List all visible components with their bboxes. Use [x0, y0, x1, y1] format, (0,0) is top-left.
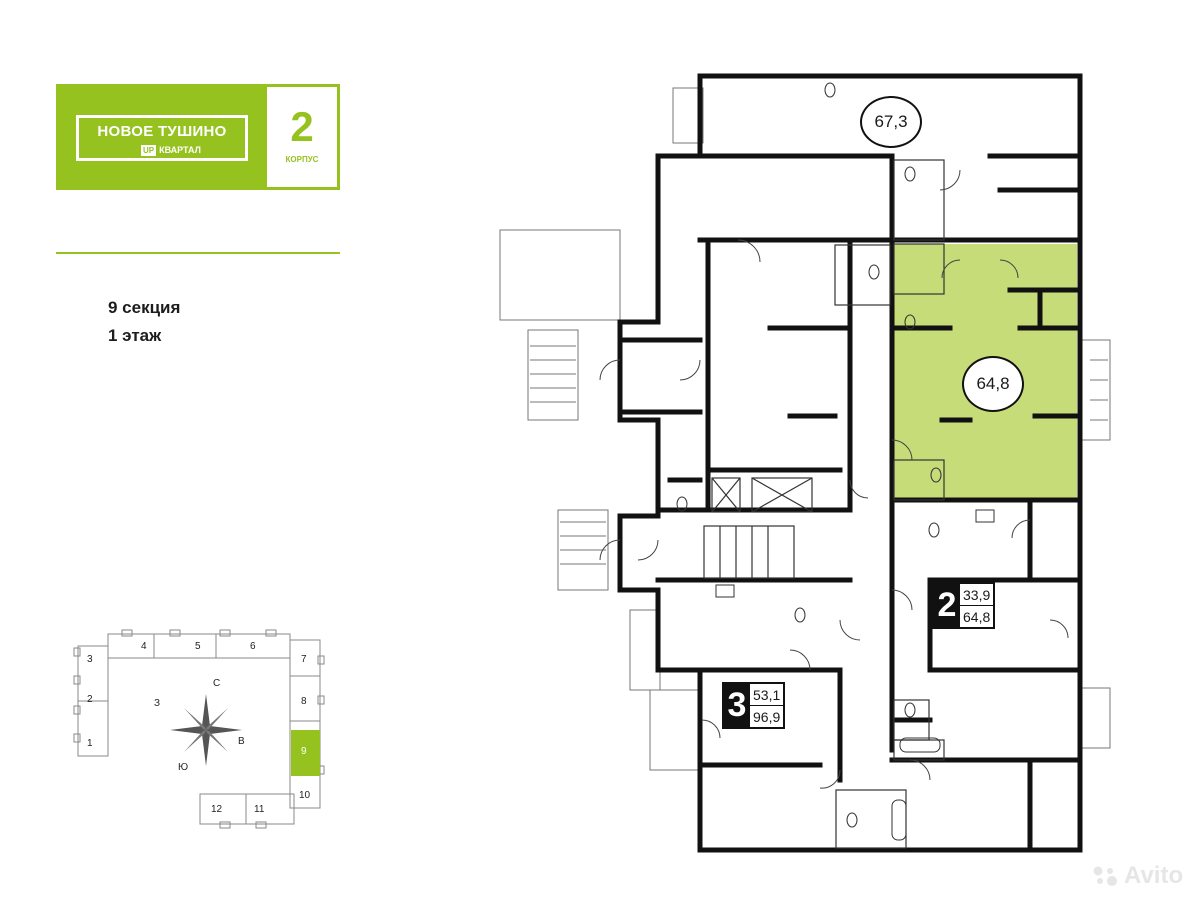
key-map-outline: [73, 629, 325, 829]
site-key-map: С Ю В З 1 2 3 4 5 6 7 8 9 10 11 12: [70, 626, 330, 836]
room-count: 3: [724, 684, 750, 727]
two-room-badge: 2 33,9 64,8: [932, 582, 996, 629]
room-count: 2: [934, 584, 960, 627]
section-label: 6: [250, 641, 256, 652]
kvartal-line: UP КВАРТАЛ: [141, 145, 201, 156]
avito-text: Avito: [1124, 862, 1184, 889]
section-label: 4: [141, 641, 147, 652]
apartment-area-circle: 67,3: [860, 96, 922, 148]
floor-plan: 67,3 64,8 2 33,9 64,8 3 53,1 96,9: [490, 60, 1120, 860]
living-area: 33,9: [960, 584, 994, 606]
floor-plan-drawing: [499, 73, 1111, 853]
three-room-badge: 3 53,1 96,9: [722, 682, 786, 729]
section-label: 8: [301, 696, 307, 707]
section-label: 10: [299, 790, 311, 801]
kvartal-label: КВАРТАЛ: [159, 145, 201, 155]
section-label-highlighted: 9: [301, 746, 307, 757]
highlighted-apartment-area-circle: 64,8: [962, 356, 1024, 412]
compass-icon: [170, 694, 242, 766]
total-area: 96,9: [753, 709, 781, 725]
project-name-box: НОВОЕ ТУШИНО UP КВАРТАЛ: [76, 115, 248, 161]
section-label: 1: [87, 738, 93, 749]
total-area: 64,8: [963, 609, 991, 625]
section-label: 5: [195, 641, 201, 652]
building-word: КОРПУС: [285, 155, 319, 164]
building-box: 2 КОРПУС: [267, 87, 337, 187]
avito-watermark: Avito: [1092, 862, 1183, 890]
section-label: 11: [254, 804, 265, 815]
project-logo: НОВОЕ ТУШИНО UP КВАРТАЛ 2 КОРПУС: [56, 84, 340, 190]
compass-north-label: С: [213, 678, 221, 689]
section-label: 3: [87, 654, 93, 665]
section-label: 2: [87, 694, 93, 705]
section-label: 12: [211, 804, 223, 815]
living-area: 53,1: [750, 684, 784, 706]
section-caption: 9 секция: [108, 298, 181, 317]
highlighted-section: [291, 730, 320, 776]
section-label: 7: [301, 654, 307, 665]
building-number: 2: [290, 103, 314, 150]
compass-east-label: В: [238, 736, 245, 747]
compass-south-label: Ю: [178, 762, 189, 773]
divider-line: [56, 252, 340, 254]
area-stack: 33,9 64,8: [960, 584, 994, 627]
up-badge: UP: [141, 145, 157, 156]
compass-west-label: З: [154, 698, 161, 709]
floor-caption: 1 этаж: [108, 326, 162, 345]
avito-logo-icon: [1093, 866, 1117, 886]
area-stack: 53,1 96,9: [750, 684, 784, 727]
project-name: НОВОЕ ТУШИНО: [97, 123, 227, 140]
